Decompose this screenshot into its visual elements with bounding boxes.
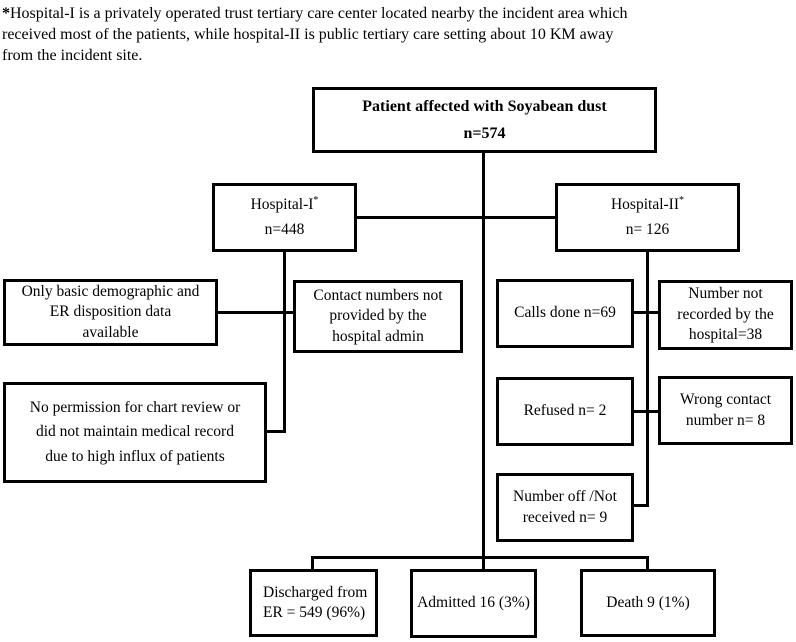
hospital2-label: Hospital-II bbox=[610, 196, 679, 214]
hospital1-footnote-marker: * bbox=[313, 195, 319, 207]
refused-box: Refused n= 2 bbox=[496, 377, 634, 446]
footnote-asterisk: * bbox=[2, 5, 10, 22]
death-box: Death 9 (1%) bbox=[580, 569, 716, 637]
contact-numbers-box: Contact numbers not provided by the hosp… bbox=[293, 280, 463, 353]
connector-hospital1-vertical bbox=[283, 252, 286, 433]
hospital2-box: Hospital-II* n= 126 bbox=[555, 183, 740, 252]
number-off-box: Number off /Not received n= 9 bbox=[496, 473, 634, 542]
footnote: *Hospital-I is a privately operated trus… bbox=[2, 3, 786, 66]
refused-text: Refused n= 2 bbox=[523, 402, 607, 420]
connector-discharged-drop bbox=[311, 556, 314, 571]
number-not-recorded-text: Number not recorded by the hospital=38 bbox=[677, 285, 774, 344]
no-permission-text: No permission for chart review or did no… bbox=[29, 399, 241, 465]
no-permission-box: No permission for chart review or did no… bbox=[3, 382, 267, 483]
discharged-text: Discharged from ER = 549 (96%) bbox=[263, 583, 368, 621]
hospital1-count: n=448 bbox=[264, 220, 305, 238]
root-box: Patient affected with Soyabean dust n=57… bbox=[312, 87, 657, 153]
calls-done-text: Calls done n=69 bbox=[514, 304, 616, 322]
connector-left-bend bbox=[267, 430, 286, 433]
connector-center-vertical bbox=[482, 153, 485, 569]
hospital1-box: Hospital-I* n=448 bbox=[212, 183, 357, 252]
hospital1-name: Hospital-I* bbox=[251, 193, 319, 217]
calls-done-box: Calls done n=69 bbox=[496, 279, 634, 348]
connector-left-row1 bbox=[218, 311, 296, 314]
only-basic-data-box: Only basic demographic and ER dispositio… bbox=[3, 279, 218, 346]
connector-outcomes-horizontal bbox=[311, 556, 649, 559]
admitted-box: Admitted 16 (3%) bbox=[410, 569, 537, 638]
connector-right-bend bbox=[631, 504, 649, 507]
hospital2-name: Hospital-II* bbox=[611, 193, 684, 217]
only-basic-data-text: Only basic demographic and ER dispositio… bbox=[21, 282, 200, 341]
connector-right-row2 bbox=[634, 410, 658, 413]
contact-numbers-text: Contact numbers not provided by the hosp… bbox=[313, 286, 443, 345]
discharged-box: Discharged from ER = 549 (96%) bbox=[249, 569, 378, 637]
admitted-text: Admitted 16 (3%) bbox=[417, 594, 530, 612]
connector-right-row1 bbox=[634, 311, 658, 314]
hospital2-count: n= 126 bbox=[625, 220, 670, 238]
connector-hospitals-horizontal bbox=[357, 216, 555, 219]
wrong-contact-box: Wrong contact number n= 8 bbox=[658, 376, 793, 445]
wrong-contact-text: Wrong contact number n= 8 bbox=[679, 391, 772, 429]
death-text: Death 9 (1%) bbox=[606, 593, 690, 611]
root-box-text: Patient affected with Soyabean dust n=57… bbox=[362, 97, 607, 142]
connector-death-drop bbox=[646, 556, 649, 571]
hospital2-footnote-marker: * bbox=[679, 195, 684, 207]
number-off-text: Number off /Not received n= 9 bbox=[513, 488, 617, 526]
hospital1-label: Hospital-I bbox=[250, 196, 314, 214]
number-not-recorded-box: Number not recorded by the hospital=38 bbox=[658, 280, 793, 350]
footnote-text: Hospital-I is a privately operated trust… bbox=[2, 5, 628, 64]
connector-hospital2-vertical bbox=[646, 252, 649, 507]
